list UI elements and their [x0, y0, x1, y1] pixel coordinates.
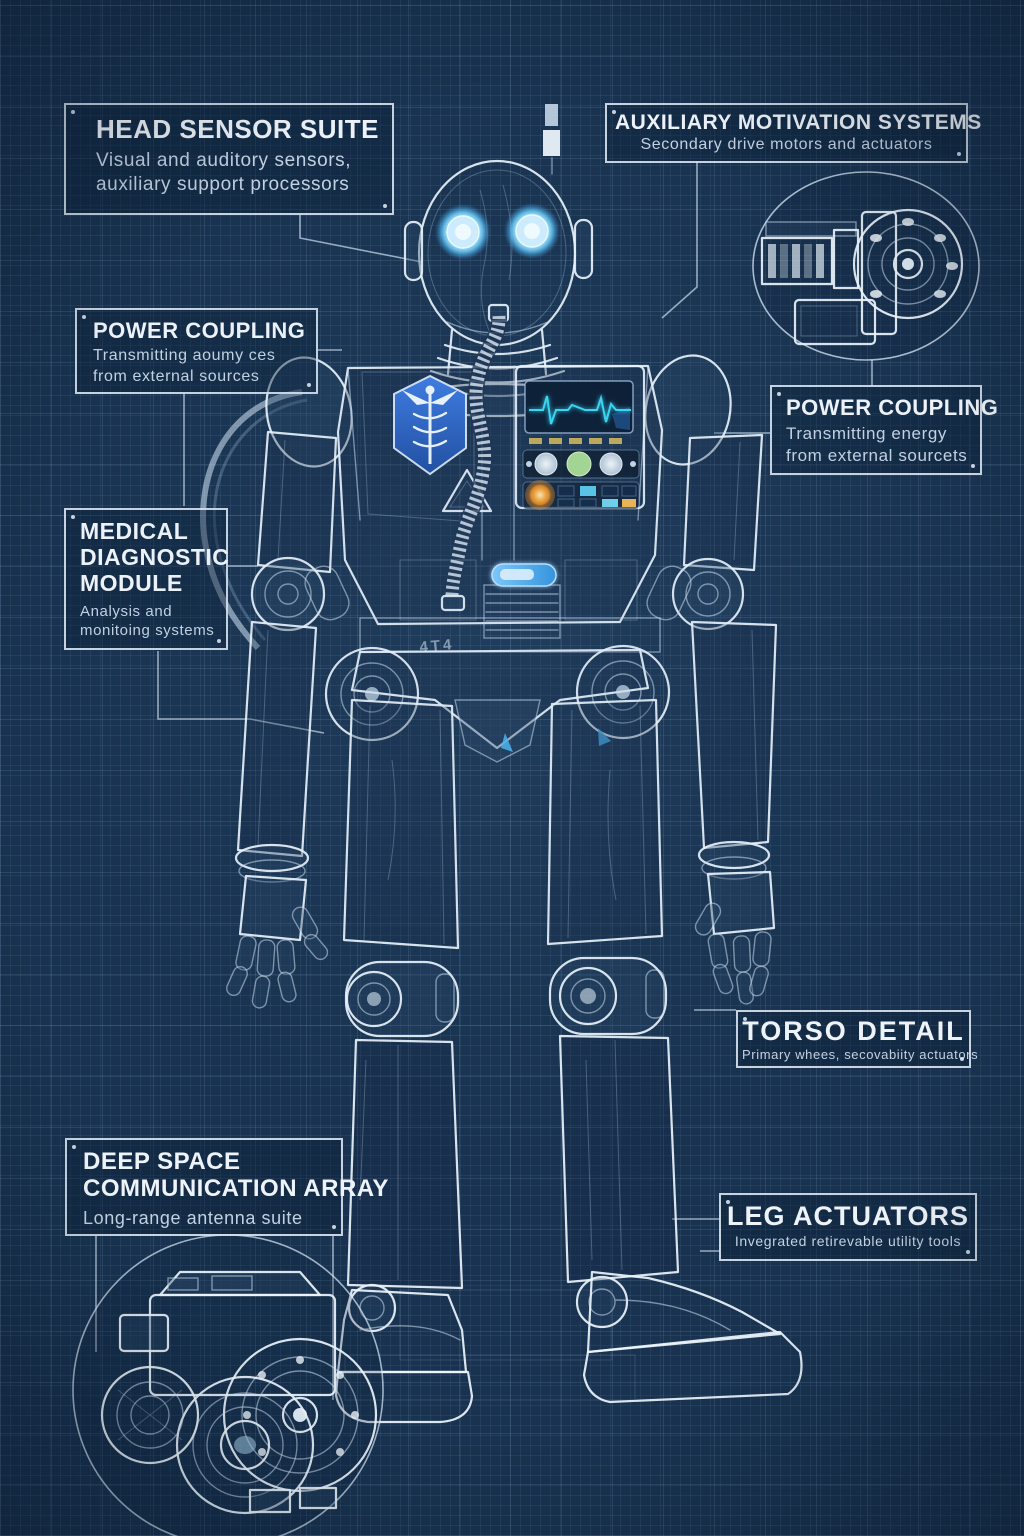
- callout-subtitle-line1: Transmitting aoumy ces: [93, 347, 276, 365]
- callout-torso-detail: TORSO DETAIL Primary whees, secovabiity …: [736, 1010, 979, 1068]
- ekg-screen: [524, 380, 634, 434]
- callout-title: POWER COUPLING: [93, 318, 306, 343]
- callout-title: LEG ACTUATORS: [727, 1201, 969, 1231]
- antenna-detail-inset: [72, 1234, 384, 1536]
- right-eye-glow: [504, 203, 560, 259]
- callout-head-sensor-suite: HEAD SENSOR SUITE Visual and auditory se…: [64, 103, 394, 215]
- callout-subtitle-line1: Transmitting energy: [786, 424, 947, 444]
- callout-medical-diagnostic-module: MEDICAL DIAGNOSTIC MODULE Analysis and m…: [64, 508, 230, 650]
- panel-button-grid: [522, 480, 640, 510]
- callout-title-line3: MODULE: [80, 570, 183, 597]
- callout-subtitle-line2: from external sources: [93, 367, 260, 385]
- antenna-icon: [543, 104, 560, 175]
- callout-title-line2: DIAGNOSTIC: [80, 544, 230, 571]
- callout-title: TORSO DETAIL: [742, 1016, 965, 1046]
- callout-title-line1: MEDICAL: [80, 518, 189, 544]
- callout-subtitle: Long-range antenna suite: [83, 1207, 303, 1228]
- callout-deep-space-communication-array: DEEP SPACE COMMUNICATION ARRAY Long-rang…: [65, 1138, 389, 1236]
- callout-title-line1: DEEP SPACE: [83, 1148, 241, 1175]
- callout-subtitle-line1: Analysis and: [80, 602, 173, 620]
- callout-power-coupling-right: POWER COUPLING Transmitting energy from …: [770, 385, 999, 475]
- callout-subtitle: Invegrated retirevable utility tools: [734, 1232, 962, 1249]
- callout-subtitle: Secondary drive motors and actuators: [640, 135, 933, 153]
- callout-subtitle-line2: auxiliary support processors: [96, 174, 350, 196]
- callout-power-coupling-left: POWER COUPLING Transmitting aoumy ces fr…: [75, 308, 318, 394]
- callout-title: POWER COUPLING: [786, 395, 999, 420]
- callout-title: HEAD SENSOR SUITE: [96, 114, 379, 144]
- panel-buttons-row: [522, 449, 640, 479]
- left-eye-glow: [435, 204, 491, 260]
- callout-auxiliary-motivation-systems: AUXILIARY MOTIVATION SYSTEMS Secondary d…: [605, 103, 982, 163]
- power-capsule-indicator: [491, 563, 557, 587]
- callout-title-line2: COMMUNICATION ARRAY: [83, 1175, 389, 1203]
- callout-leg-actuators: LEG ACTUATORS Invegrated retirevable uti…: [719, 1193, 977, 1261]
- left-arm: [200, 356, 353, 1009]
- callout-title: AUXILIARY MOTIVATION SYSTEMS: [615, 111, 982, 134]
- robot-torso: 4T4: [324, 303, 671, 763]
- callout-subtitle-line2: from external sourcets: [786, 446, 968, 466]
- callout-subtitle: Primary whees, secovabiity actuators: [742, 1046, 979, 1062]
- callout-subtitle-line2: monitoing systems: [80, 622, 215, 640]
- aux-detail-inset: [752, 171, 980, 361]
- callout-subtitle-line1: Visual and auditory sensors,: [96, 149, 352, 171]
